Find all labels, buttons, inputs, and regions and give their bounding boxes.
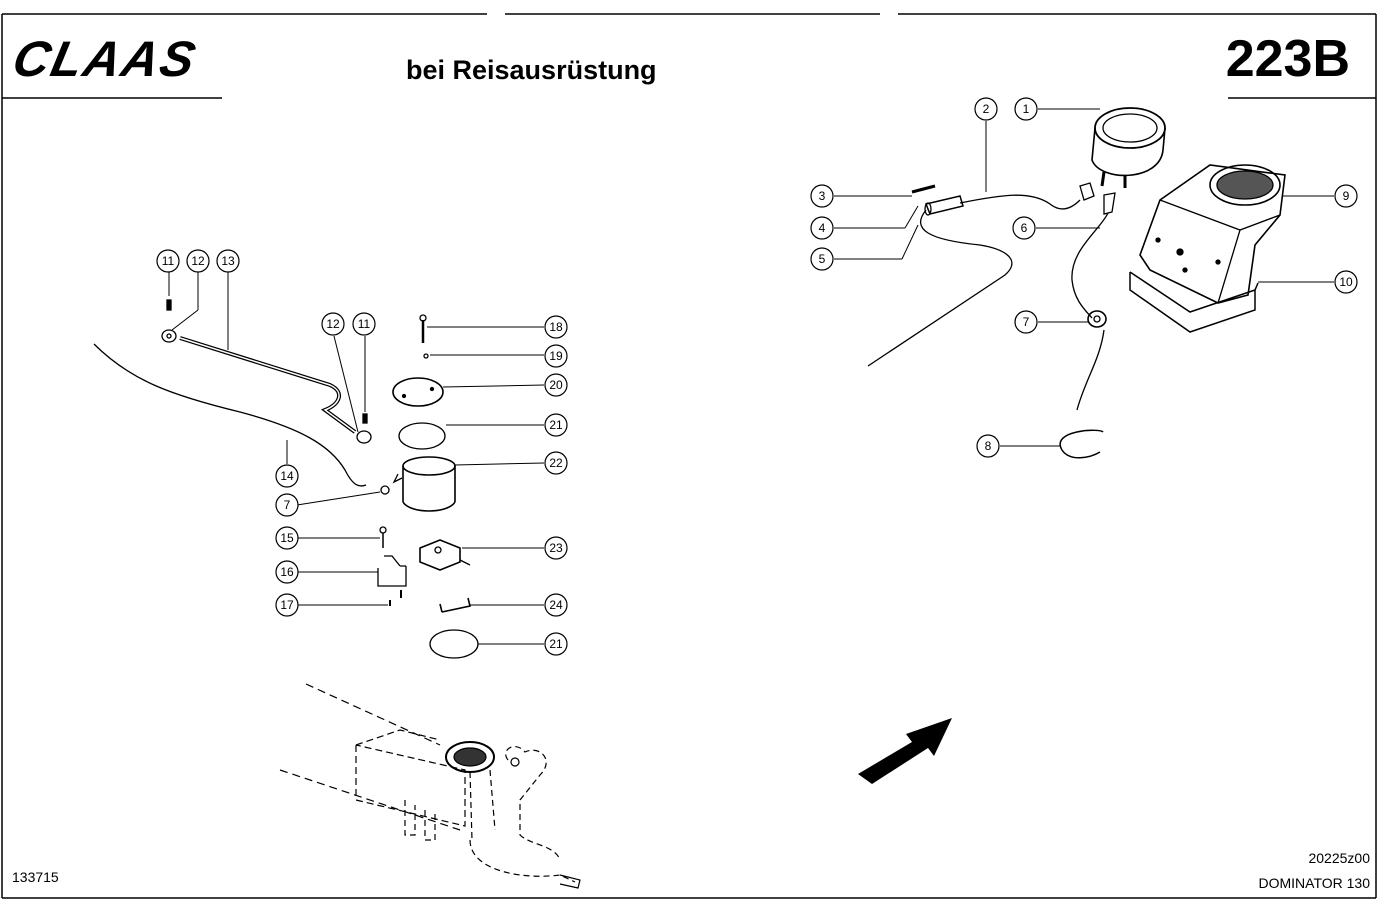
housing-9 xyxy=(1139,164,1286,304)
callout-8: 8 xyxy=(985,439,992,453)
gasket-21-bottom xyxy=(429,629,479,659)
callout-2: 2 xyxy=(983,102,990,116)
page-title: bei Reisausrüstung xyxy=(406,55,657,85)
document-number: 133715 xyxy=(12,869,59,885)
callout-19: 19 xyxy=(549,349,563,363)
gauge-1 xyxy=(1094,107,1166,149)
callout-18: 18 xyxy=(549,320,563,334)
callout-11: 11 xyxy=(162,254,175,268)
nut-12-right xyxy=(356,430,372,444)
cover-20 xyxy=(392,377,444,407)
chassis-sketch xyxy=(279,683,581,889)
callout-22: 22 xyxy=(549,456,563,470)
cable-2 xyxy=(959,194,1081,210)
callout-circles xyxy=(156,97,1358,656)
callout-24: 24 xyxy=(549,598,563,612)
callout-23: 23 xyxy=(549,541,563,555)
grommet-7-right xyxy=(1087,310,1107,328)
direction-arrow xyxy=(858,718,952,784)
callout-1: 1 xyxy=(1023,102,1030,116)
callout-16: 16 xyxy=(280,565,294,579)
callout-5: 5 xyxy=(819,252,826,266)
callout-12: 12 xyxy=(326,317,340,331)
callout-15: 15 xyxy=(280,531,294,545)
callout-20: 20 xyxy=(549,378,563,392)
cable-5 xyxy=(867,209,1013,367)
right-assembly xyxy=(867,107,1286,459)
plate-10 xyxy=(1129,271,1259,333)
left-leaders xyxy=(168,272,545,645)
callout-21: 21 xyxy=(549,418,563,432)
frame-border xyxy=(1,13,1377,899)
cable-14 xyxy=(93,343,367,487)
callout-3: 3 xyxy=(819,189,826,203)
nut-12-left xyxy=(161,329,177,343)
callout-17: 17 xyxy=(280,598,294,612)
cable-6 xyxy=(1071,212,1109,319)
callout-7: 7 xyxy=(284,498,291,512)
drawing-code: 20225z00 xyxy=(1308,850,1370,866)
right-leaders xyxy=(834,108,1334,447)
callout-7: 7 xyxy=(1023,315,1030,329)
page-number: 223B xyxy=(1225,30,1350,88)
callout-4: 4 xyxy=(819,221,826,235)
model-name: DOMINATOR 130 xyxy=(1258,875,1370,891)
callout-12: 12 xyxy=(191,254,205,268)
callout-13: 13 xyxy=(221,254,235,268)
gasket-21-top xyxy=(398,422,446,450)
brand-logo: CLAAS xyxy=(8,31,203,87)
callout-10: 10 xyxy=(1339,275,1353,289)
callout-11: 11 xyxy=(358,317,371,331)
callout-14: 14 xyxy=(280,469,294,483)
callout-labels: 11 12 13 12 11 14 7 15 16 17 18 19 20 21… xyxy=(162,102,1353,651)
callout-21: 21 xyxy=(549,637,563,651)
clamp-8 xyxy=(1059,429,1104,459)
callout-6: 6 xyxy=(1021,221,1028,235)
callout-9: 9 xyxy=(1343,189,1350,203)
grommet-7-left xyxy=(380,485,390,495)
